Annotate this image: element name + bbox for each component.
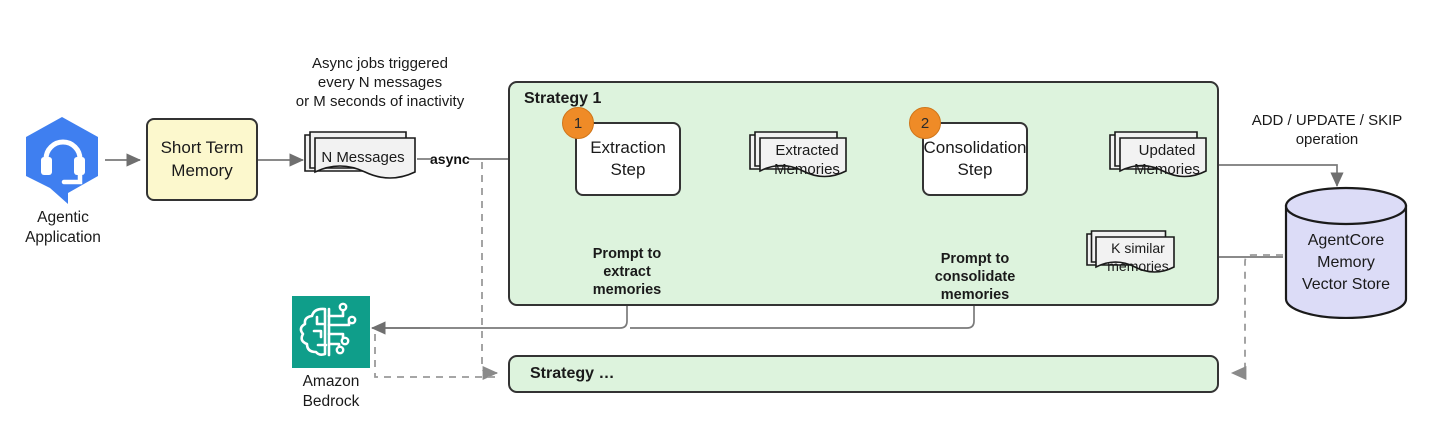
amazon-bedrock-icon xyxy=(292,296,370,368)
wire-consolidation-prompt-down xyxy=(630,194,975,329)
wire-async-to-strategy-more xyxy=(481,162,499,381)
operation-note: ADD / UPDATE / SKIP operation xyxy=(1251,112,1403,148)
strategy-1-title: Strategy 1 xyxy=(524,90,602,107)
k-similar-memories-doc-stack: K similar memories xyxy=(1085,228,1181,286)
n-messages-doc-stack: N Messages xyxy=(303,128,423,190)
wire-extraction-prompt-down xyxy=(377,194,628,329)
strategy-more-container xyxy=(508,355,1219,393)
agentic-application-icon xyxy=(20,114,106,206)
agentic-application-caption: Agentic Application xyxy=(25,209,101,247)
extraction-step-box: Extraction Step xyxy=(575,122,681,196)
consolidation-step-box: Consolidation Step xyxy=(922,122,1028,196)
amazon-bedrock-caption: Amazon Bedrock xyxy=(302,373,360,411)
step-badge-1: 1 xyxy=(562,107,594,139)
async-edge-label: async xyxy=(430,151,470,167)
extracted-memories-doc-stack: Extracted Memories xyxy=(748,129,854,191)
wire-vectorstore-to-strategy-more xyxy=(1230,254,1283,381)
vector-store-label: AgentCore Memory Vector Store xyxy=(1301,232,1391,294)
step-badge-2: 2 xyxy=(909,107,941,139)
prompt-to-consolidate-note: Prompt to consolidate memories xyxy=(934,251,1016,304)
brain-circuit-icon xyxy=(292,296,370,368)
short-term-memory-box: Short Term Memory xyxy=(146,118,258,201)
async-jobs-note: Async jobs triggered every N messages or… xyxy=(295,55,465,110)
prompt-to-extract-note: Prompt to extract memories xyxy=(592,246,662,299)
strategy-more-title: Strategy … xyxy=(530,365,615,382)
vector-store-cylinder: AgentCore Memory Vector Store xyxy=(1283,186,1409,320)
headset-speech-bubble-icon xyxy=(26,117,98,204)
updated-memories-doc-stack: Updated Memories xyxy=(1108,129,1214,191)
wire-updated-to-vector-store xyxy=(1209,164,1344,188)
wire-bedrock-to-strategy-more xyxy=(374,334,497,378)
